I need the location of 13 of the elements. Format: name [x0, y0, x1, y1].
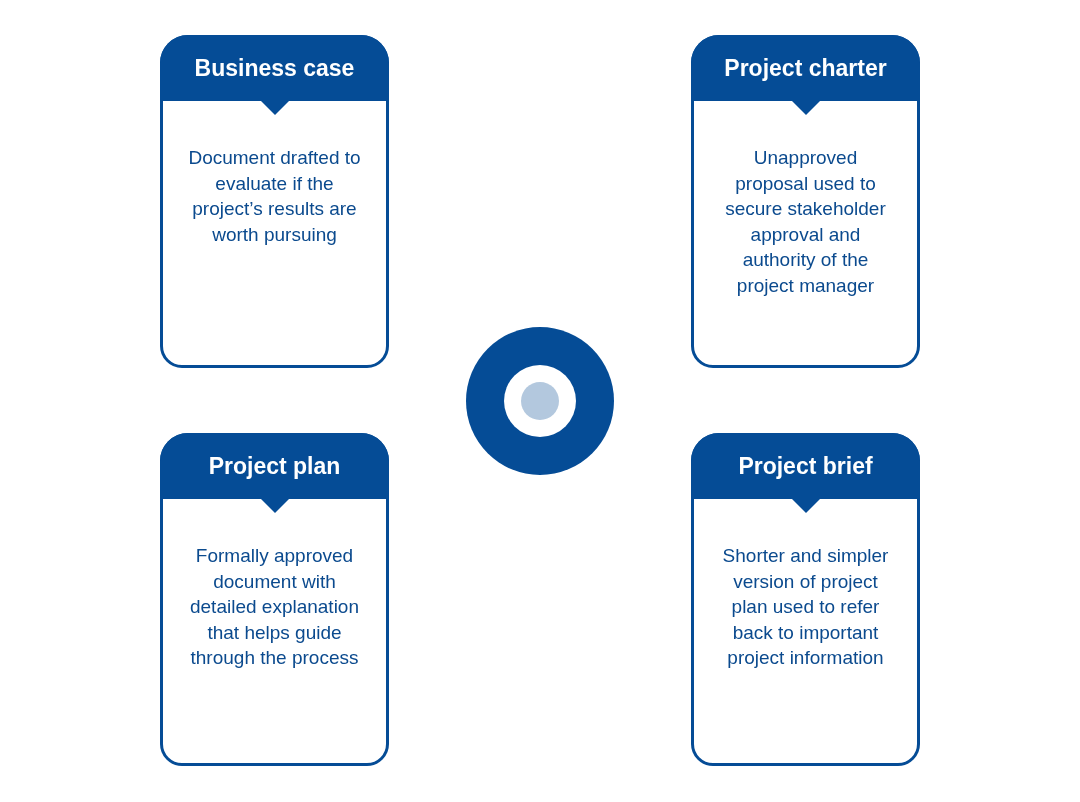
info-card: [160, 35, 389, 368]
info-card: [691, 35, 920, 368]
card-title: Business case: [194, 56, 355, 80]
card-title: Project plan: [208, 454, 341, 478]
card-title: Project charter: [724, 56, 887, 80]
card-description: Document drafted to evaluate if the project’s results are worth pursuing: [187, 146, 362, 247]
card-description: Unapproved proposal used to secure stakeholder approval and authority of the project manager: [724, 146, 887, 298]
card-description: Shorter and simpler version of project plan used to refer back to important project information: [721, 544, 890, 670]
card-description: Formally approved document with detailed explanation that helps guide through the process: [189, 544, 360, 670]
card-title: Project brief: [738, 454, 873, 478]
target-circle: [466, 327, 614, 475]
info-card: [160, 433, 389, 766]
info-card: [691, 433, 920, 766]
